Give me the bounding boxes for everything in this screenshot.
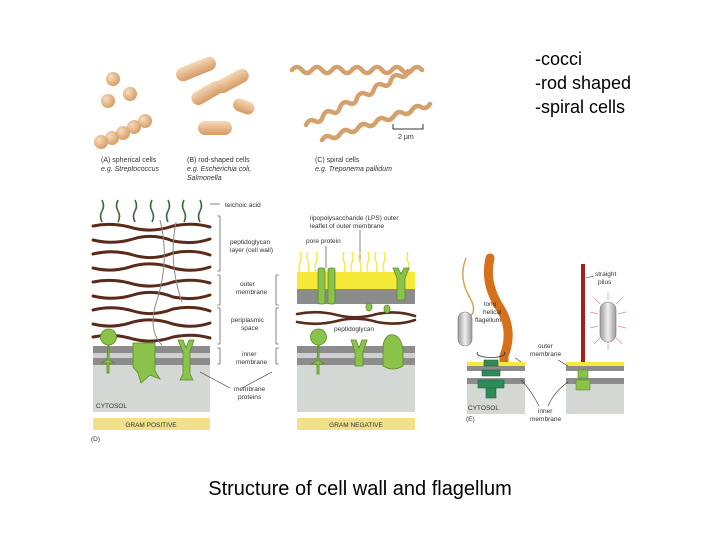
label-e-outer-membrane-1: outer (538, 343, 554, 350)
label-e-inner-membrane-2: membrane (530, 416, 561, 423)
label-long-helical-2: helical (483, 309, 502, 316)
label-teichoic-acid: teichoic acid (225, 202, 261, 209)
panel-b-label: (B) rod-shaped cells (187, 157, 250, 164)
panel-d-labels (199, 203, 279, 389)
panel-c-label: (C) spiral cells (315, 157, 360, 164)
gram-negative-label: GRAM NEGATIVE (329, 422, 383, 429)
bullet-list: -cocci -rod shaped -spiral cells (535, 47, 631, 119)
label-inner-membrane-2: membrane (236, 359, 267, 366)
label-long-helical-1: long (484, 301, 497, 308)
label-peptidoglycan-layer-1: peptidoglycan (230, 239, 270, 246)
label-straight-pilus-2: pilus (598, 279, 612, 286)
bullet-cocci: -cocci (535, 49, 583, 69)
label-membrane-proteins-1: membrane (234, 386, 265, 393)
gram-positive-diagram: CYTOSOL GRAM POSITIVE (D) (91, 199, 212, 443)
gp-cytosol-label: CYTOSOL (96, 403, 127, 410)
label-outer-membrane-1: outer (240, 281, 256, 288)
panel-e-tag: (E) (466, 416, 475, 423)
label-lps-1: lipopolysaccharide (LPS) outer (310, 215, 399, 222)
label-long-helical-3: flagellum (475, 317, 501, 324)
label-outer-membrane-2: membrane (236, 289, 267, 296)
slide-caption: Structure of cell wall and flagellum (208, 478, 512, 500)
panel-c-spiral-cells (289, 64, 433, 143)
label-e-outer-membrane-2: membrane (530, 351, 561, 358)
panel-a-label: (A) spherical cells (101, 157, 157, 164)
label-pore-protein: pore protein (306, 238, 341, 245)
panel-c-example: e.g. Treponema pallidum (315, 166, 392, 173)
bullet-spiral-cells: -spiral cells (535, 97, 626, 117)
label-e-inner-membrane-1: inner (538, 408, 553, 415)
label-peptidoglycan: peptidoglycan (334, 326, 374, 333)
flagellum-diagram: CYTOSOL (E) long helical flagellum (457, 253, 525, 423)
label-lps-2: leaflet of outer membrane (310, 223, 384, 230)
gram-negative-diagram: lipopolysaccharide (LPS) outer leaflet o… (295, 215, 417, 430)
label-periplasmic-2: space (241, 325, 259, 332)
bullet-rod-shaped: -rod shaped (535, 73, 632, 93)
panel-b-example-2: Salmonella (187, 175, 222, 182)
panel-a-example: e.g. Streptococcus (101, 166, 159, 173)
pilus-diagram: straight pilus outer membrane inner memb… (514, 264, 627, 423)
panel-b-rod-cells: (B) rod-shaped cells e.g. Escherichia co… (176, 56, 255, 182)
panel-a-spherical-cells: (A) spherical cells e.g. Streptococcus (94, 72, 159, 173)
label-straight-pilus-1: straight (595, 271, 617, 278)
scale-bar: 2 μm (392, 124, 424, 141)
label-membrane-proteins-2: proteins (238, 394, 262, 401)
label-periplasmic-1: periplasmic (231, 317, 265, 324)
label-inner-membrane-1: inner (242, 351, 257, 358)
scale-bar-label: 2 μm (398, 134, 414, 141)
panel-d-tag: (D) (91, 436, 100, 443)
panel-b-example-1: e.g. Escherichia coli, (187, 166, 251, 173)
label-peptidoglycan-layer-2: layer (cell wall) (230, 247, 273, 254)
panel-e-cytosol: CYTOSOL (468, 405, 499, 412)
gram-positive-label: GRAM POSITIVE (125, 422, 177, 429)
